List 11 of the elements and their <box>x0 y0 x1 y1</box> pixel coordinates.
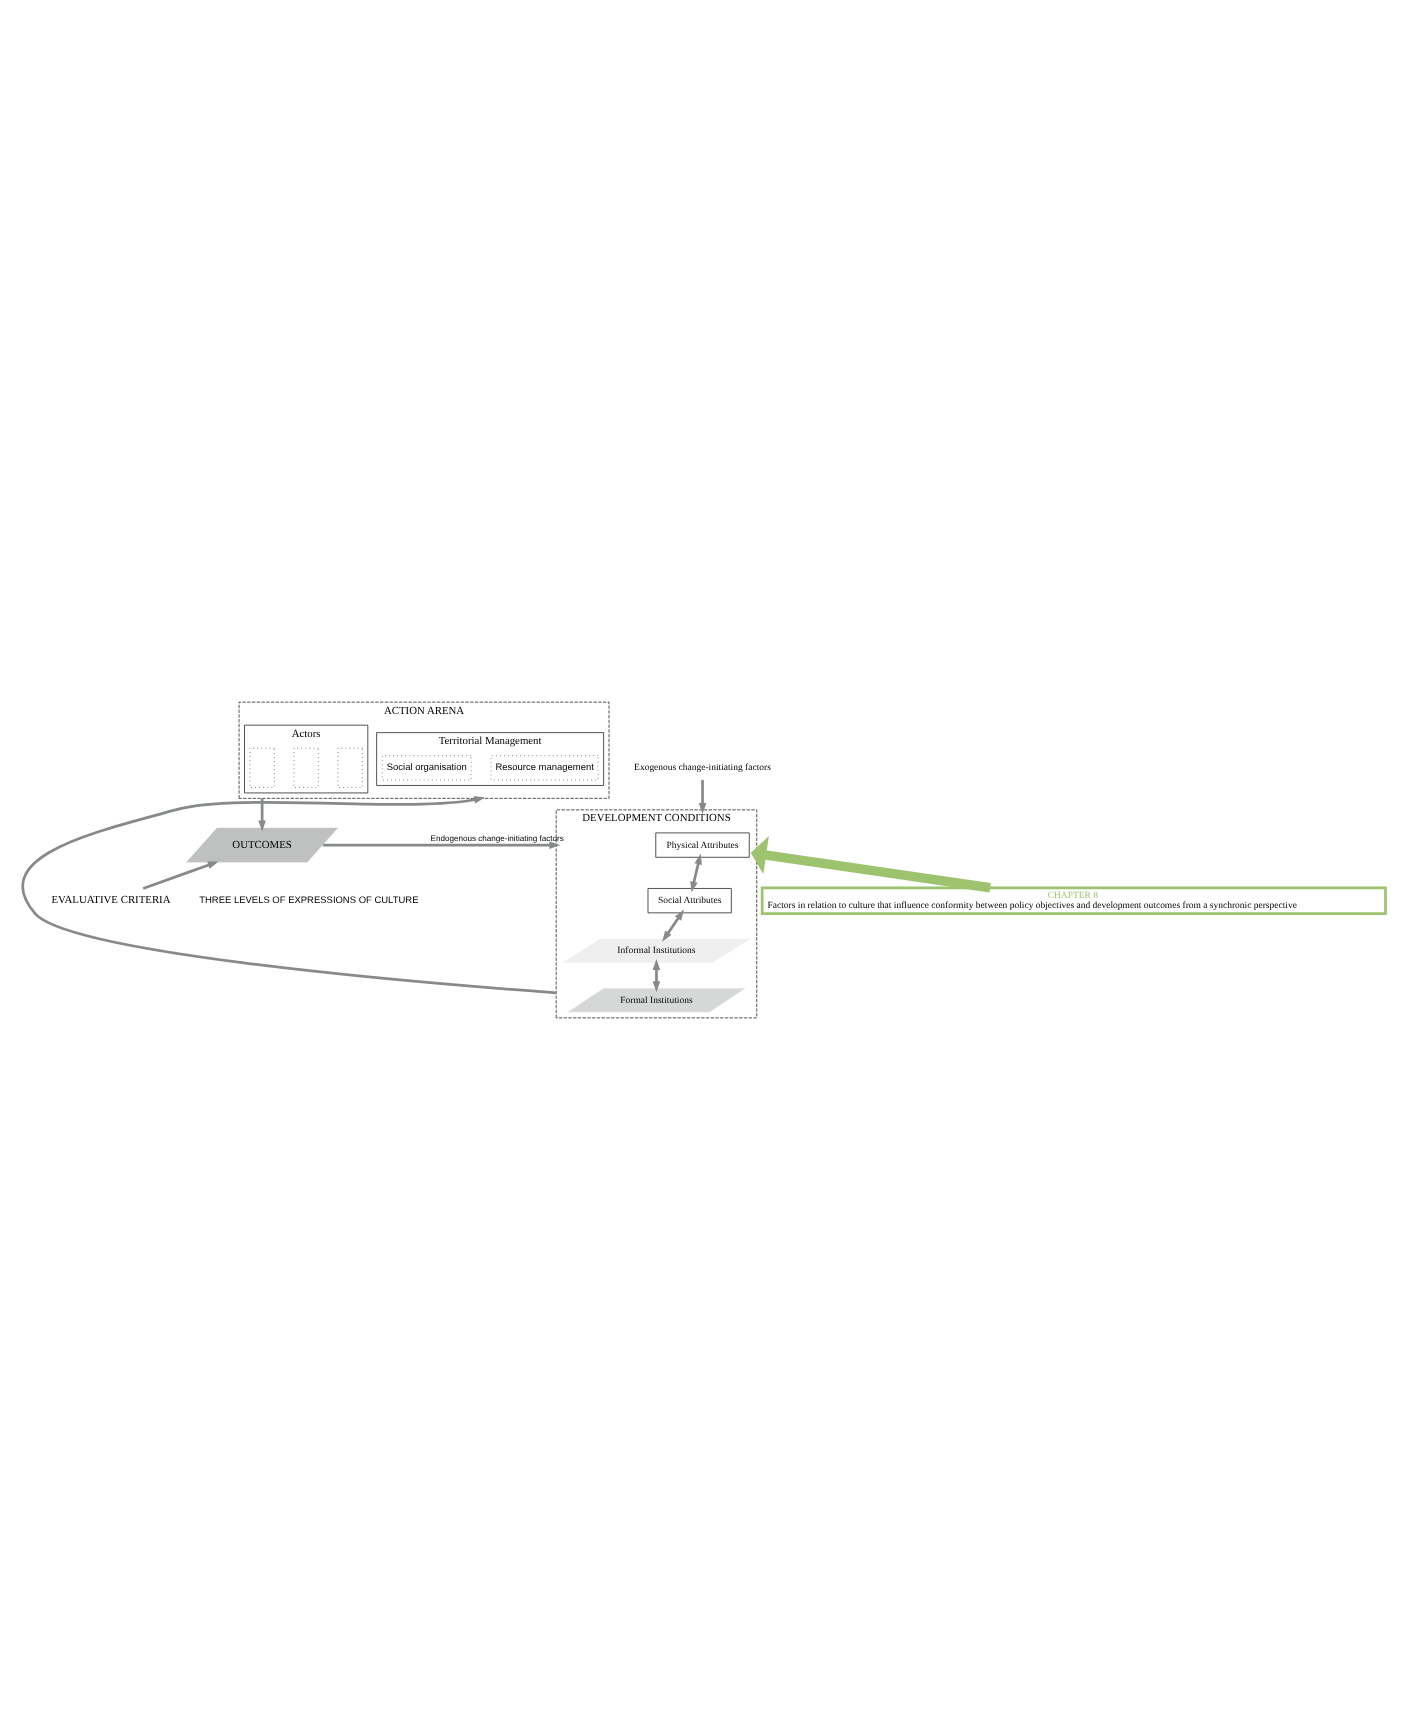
arrow <box>662 908 685 941</box>
node-box <box>337 746 363 787</box>
arrow <box>750 835 991 892</box>
node-box <box>249 746 275 787</box>
arrow <box>698 779 707 813</box>
arrow <box>323 840 561 848</box>
arrow <box>690 852 702 892</box>
node-box <box>293 746 319 787</box>
arrow <box>21 795 557 994</box>
arrow <box>258 797 266 831</box>
arrow <box>142 860 219 889</box>
